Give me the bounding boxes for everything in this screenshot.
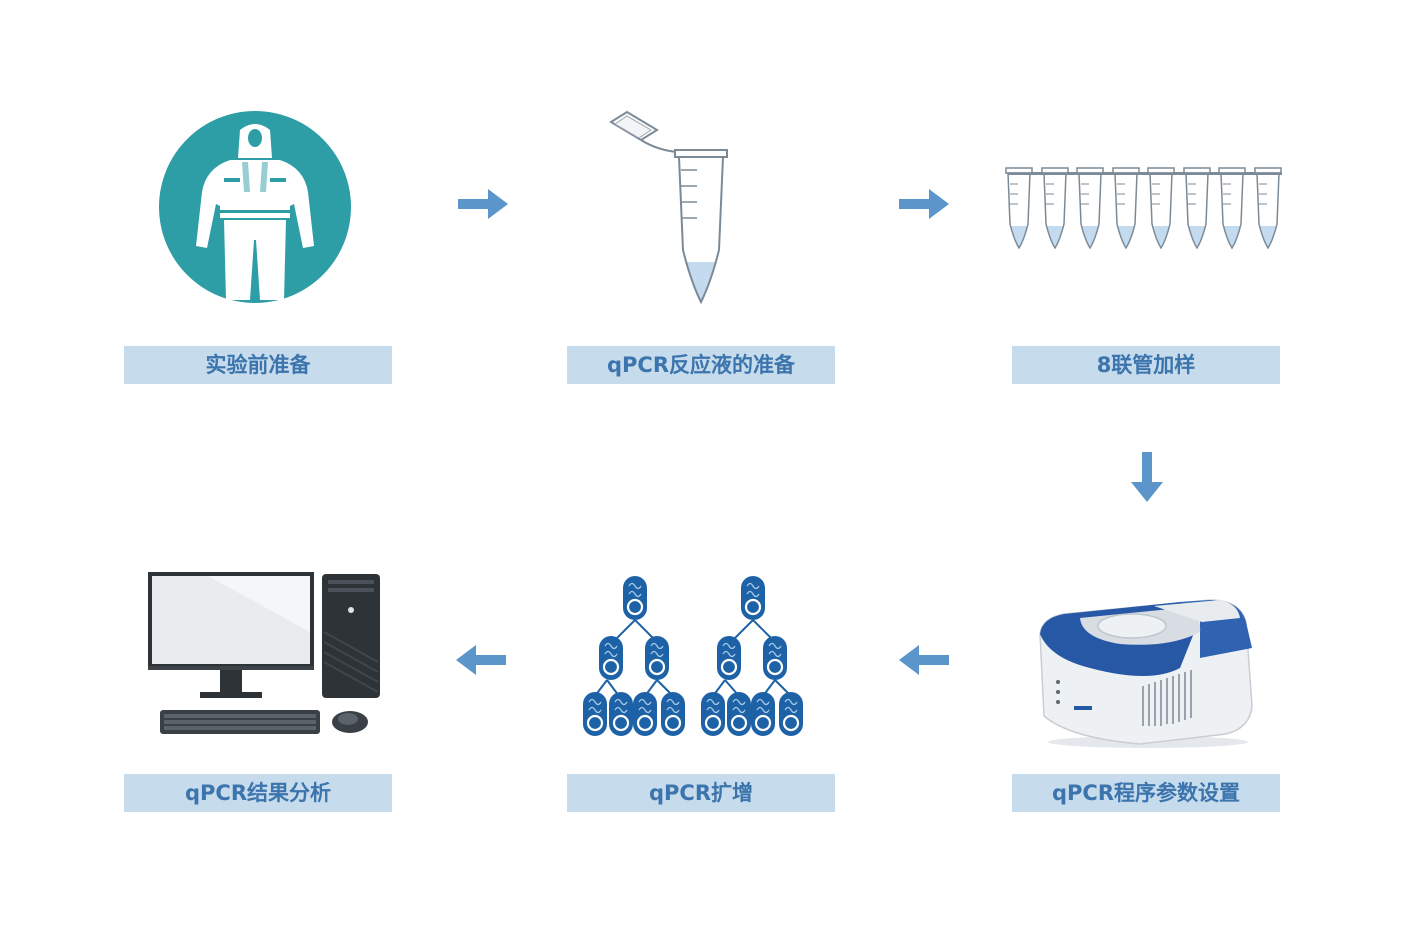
step-label-analysis: qPCR结果分析: [124, 774, 392, 812]
step-label-prep: 实验前准备: [124, 346, 392, 384]
arrow-down: [1130, 452, 1164, 502]
desktop-computer-icon: [148, 572, 380, 734]
protective-suit-icon: [159, 111, 351, 303]
step-label-reagent: qPCR反应液的准备: [567, 346, 835, 384]
step-analysis: [148, 572, 382, 738]
step-label-loading: 8联管加样: [1012, 346, 1280, 384]
arrow-left-icon: [899, 645, 949, 675]
step-loading: [1004, 164, 1286, 254]
arrow-right-1: [458, 188, 508, 220]
arrow-right-icon: [899, 189, 949, 219]
step-program: [1030, 588, 1256, 750]
vent-grille: [1142, 670, 1192, 726]
arrow-left-icon: [456, 645, 506, 675]
step-reagent: [605, 110, 735, 306]
step-label-amplify: qPCR扩增: [567, 774, 835, 812]
qpcr-instrument-icon: [1039, 599, 1253, 748]
dna-amplification-icon: [583, 574, 805, 738]
step-amplify: [583, 572, 809, 738]
step-prep: [158, 110, 352, 304]
arrow-left-2: [456, 644, 506, 676]
arrow-right-icon: [458, 189, 508, 219]
pcr-tube-icon: [609, 110, 728, 305]
arrow-left-1: [899, 644, 949, 676]
step-label-program: qPCR程序参数设置: [1012, 774, 1280, 812]
arrow-right-2: [899, 188, 949, 220]
arrow-down-icon: [1131, 452, 1163, 502]
eight-strip-tubes-icon: [1005, 167, 1282, 249]
